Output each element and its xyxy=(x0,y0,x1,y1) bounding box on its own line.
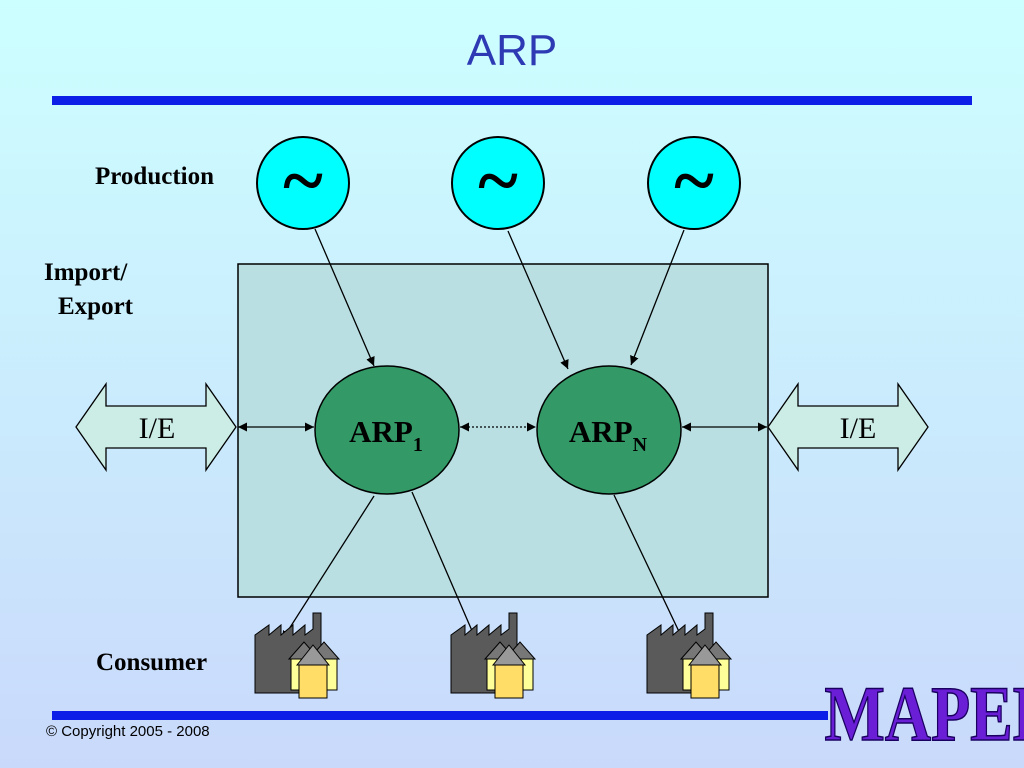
ie-right-double-arrow-icon xyxy=(767,381,929,473)
ie-left-label: I/E xyxy=(139,412,176,445)
ac-generator-icon xyxy=(256,136,350,230)
ac-generator-icon xyxy=(647,136,741,230)
ie-right-label: I/E xyxy=(840,412,877,445)
arp-n-label: ARPN xyxy=(569,414,648,456)
ie-left-double-arrow-icon xyxy=(75,381,237,473)
generator-1-symbol: ~ xyxy=(283,139,323,223)
title-divider xyxy=(52,96,972,105)
generator-3: ~ xyxy=(647,136,741,230)
generator-2: ~ xyxy=(451,136,545,230)
arp1-to-consumer2-arrow xyxy=(411,491,477,641)
consumer-2-factory-houses-icon xyxy=(450,612,536,699)
arp-1-label: ARP1 xyxy=(349,414,423,456)
consumer-3-factory-houses-icon xyxy=(646,612,732,699)
slide-title: ARP xyxy=(466,26,558,75)
consumer-label: Consumer xyxy=(96,649,208,676)
import-export-label-line1: Import/ xyxy=(44,259,128,286)
gen2-to-arpn-arrow xyxy=(507,230,569,370)
arp-n-node xyxy=(536,365,682,495)
arpn-to-consumer3-arrow xyxy=(613,494,684,641)
arp-1-node xyxy=(314,365,460,495)
generator-2-symbol: ~ xyxy=(478,139,518,223)
gen1-to-arp1-arrow xyxy=(314,228,375,367)
generator-1: ~ xyxy=(256,136,350,230)
consumer-1-factory-houses-icon xyxy=(254,612,340,699)
copyright-text: © Copyright 2005 - 2008 xyxy=(46,723,210,740)
gen3-to-arpn-arrow xyxy=(630,229,685,366)
production-label: Production xyxy=(95,163,214,190)
import-export-label-line2: Export xyxy=(58,293,133,320)
footer-divider xyxy=(52,711,828,720)
generator-3-symbol: ~ xyxy=(674,139,714,223)
mapee-logo: MAPEE xyxy=(825,671,1024,757)
ac-generator-icon xyxy=(451,136,545,230)
arp1-to-consumer1-arrow xyxy=(281,495,375,641)
